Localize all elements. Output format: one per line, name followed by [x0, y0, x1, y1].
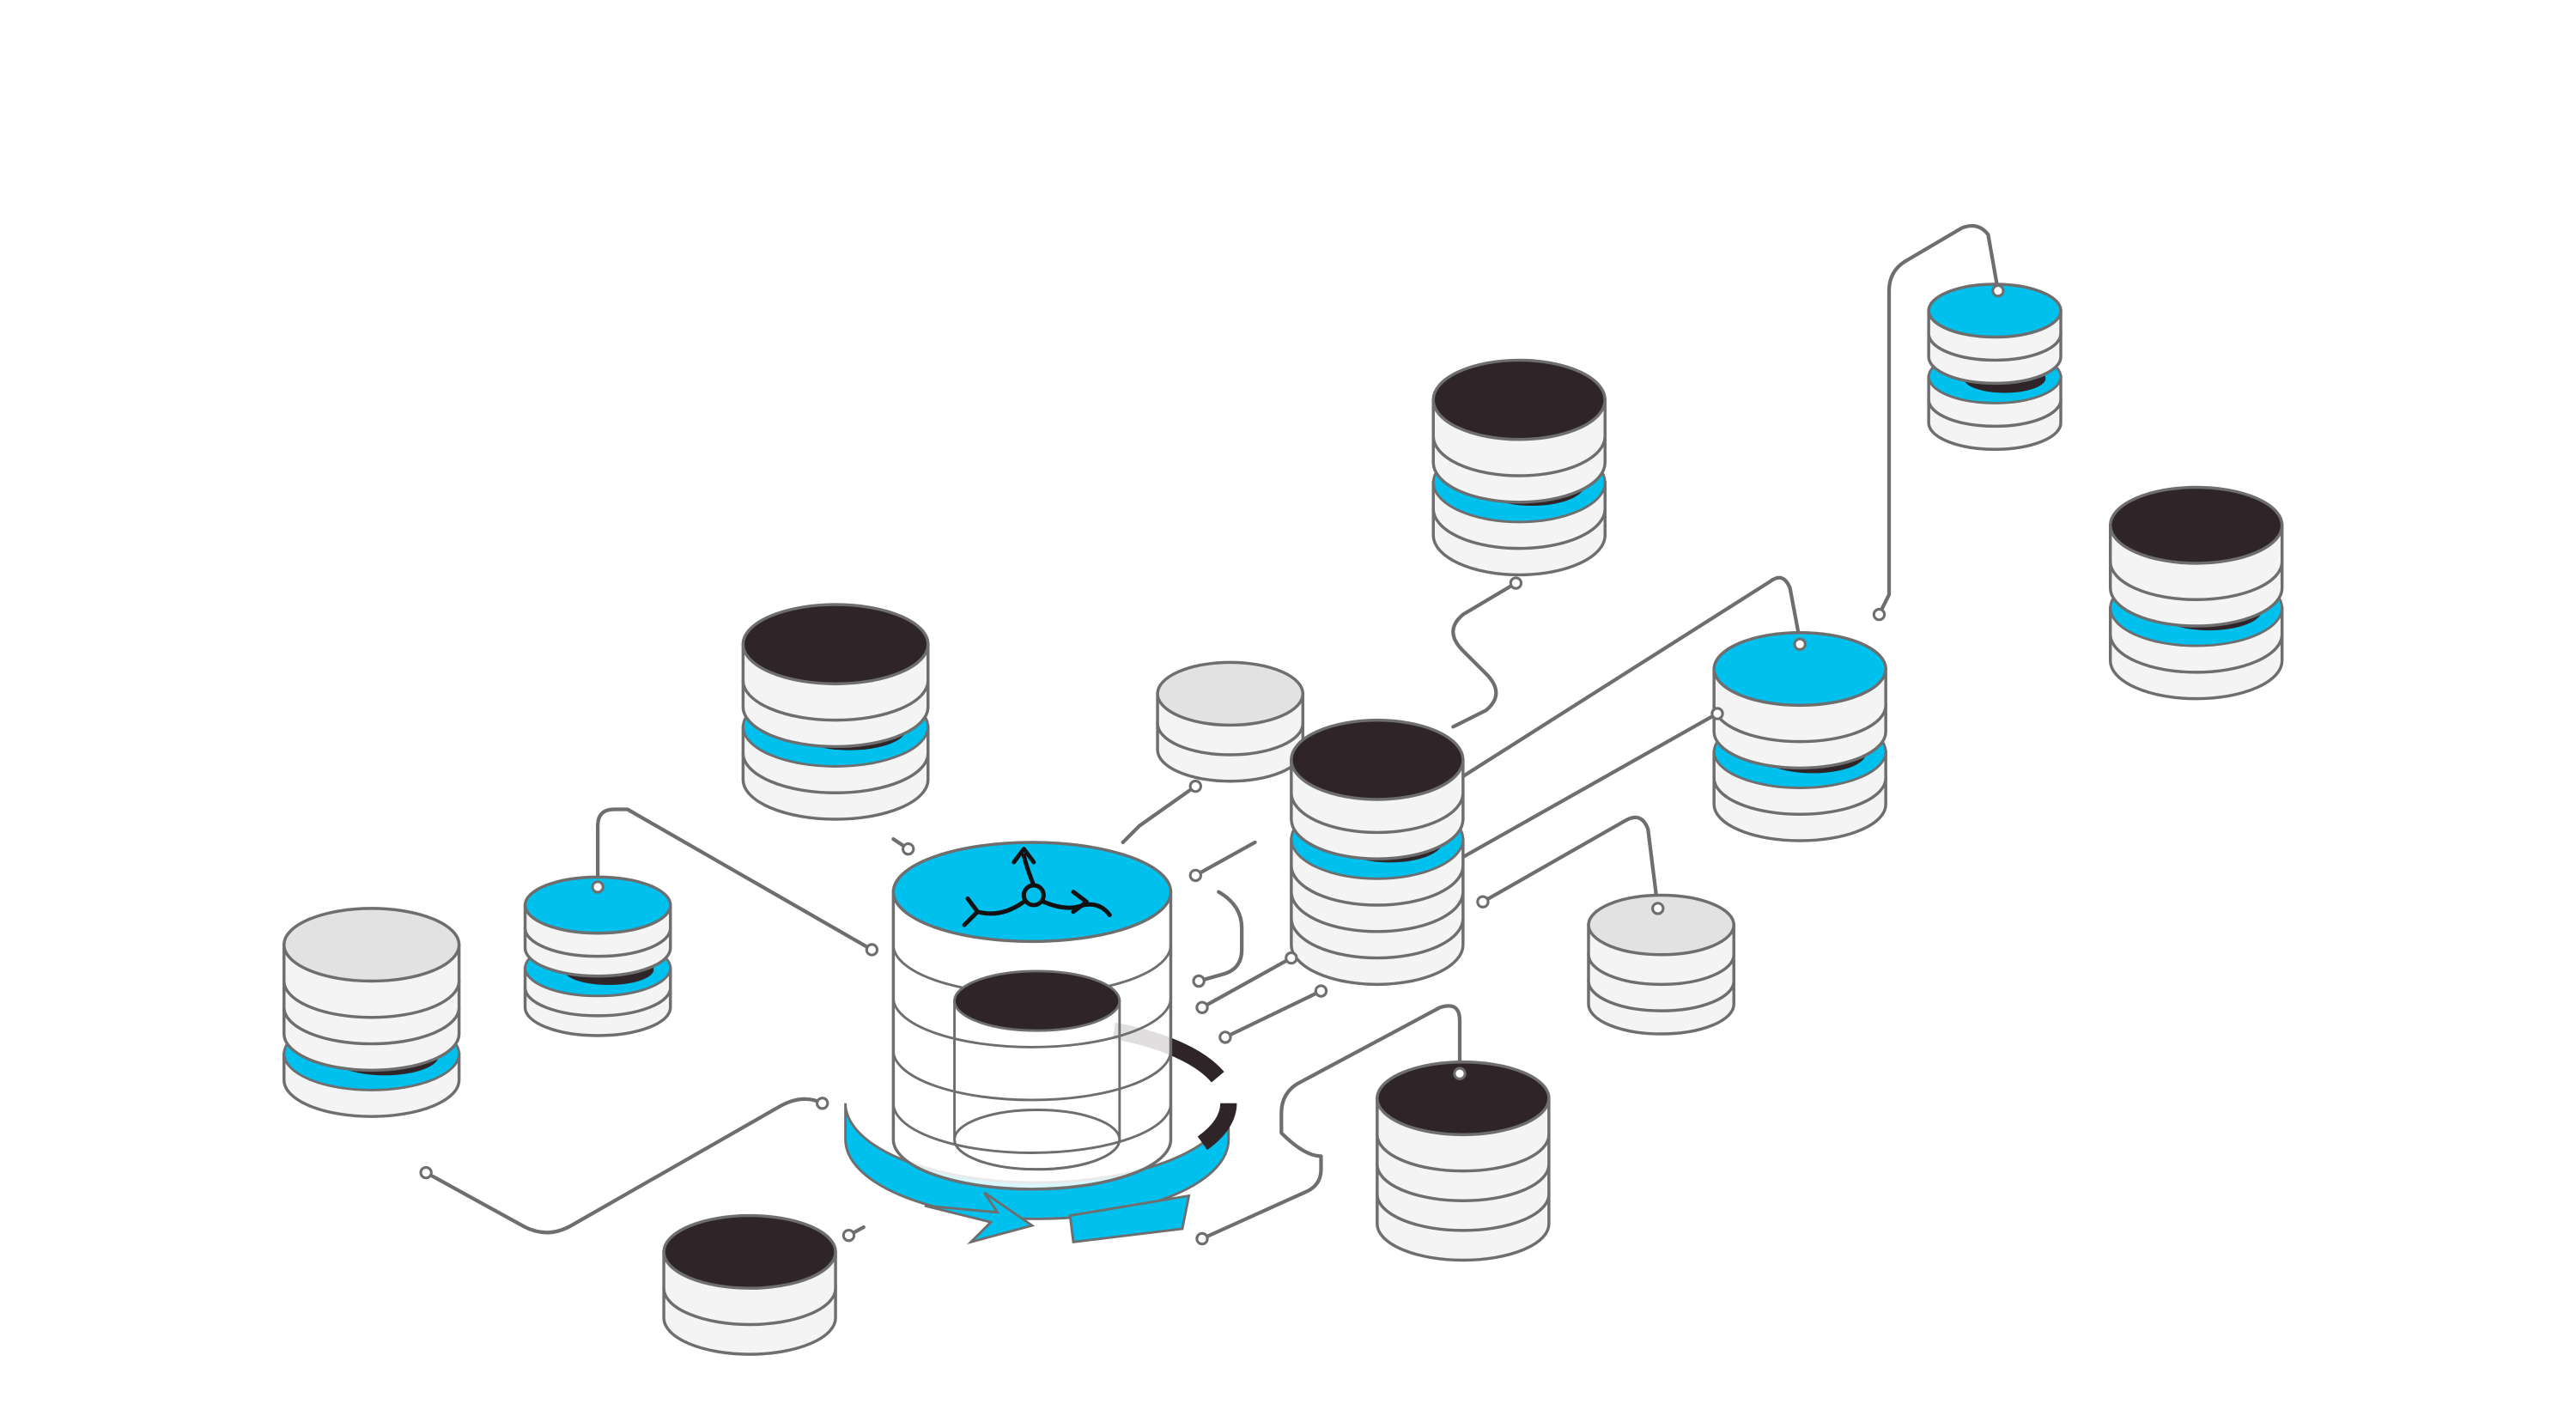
connector-dot: [1192, 974, 1206, 988]
hub-cylinder: [891, 890, 1173, 1191]
hub-ring-line: [891, 997, 1172, 1048]
db-dark-top-left-database-icon: [741, 603, 930, 821]
inner-core-top: [953, 969, 1121, 1032]
db-bottom-dark-database-icon: [1376, 1061, 1551, 1262]
connector-line: [424, 1097, 824, 1235]
database-nodes: [283, 283, 2284, 1356]
connector-dot: [1651, 902, 1665, 915]
connector-line: [1223, 988, 1323, 1039]
connector-line: [596, 807, 874, 952]
connector-dot: [1872, 607, 1886, 622]
disk-top: [1431, 358, 1607, 441]
connector-dot: [1710, 707, 1724, 720]
inner-core-bottom: [953, 1109, 1121, 1171]
connector-dot: [841, 1228, 856, 1243]
connector-dot: [1453, 1067, 1467, 1080]
db-right-cyan-database-icon: [1712, 631, 1887, 842]
connector-line: [1200, 956, 1293, 1010]
disk-top: [283, 907, 461, 983]
connector-dot: [419, 1165, 433, 1180]
connector-line: [1480, 815, 1660, 910]
connector-line: [1457, 711, 1720, 861]
disk-top: [523, 875, 672, 935]
connector-dot: [1476, 895, 1490, 909]
connector-line: [1200, 1004, 1462, 1241]
disk-top: [1712, 631, 1887, 708]
connector-dot: [1509, 576, 1523, 590]
hub-ring-line: [891, 1050, 1172, 1102]
connector-dot: [901, 842, 915, 856]
connector-line: [1461, 575, 1802, 779]
disk-top: [1156, 660, 1305, 727]
connector-line: [1197, 890, 1244, 983]
disk-top: [1376, 1061, 1551, 1137]
db-left-small-cyan-database-icon: [523, 875, 672, 1037]
db-center-dark-database-icon: [1290, 718, 1465, 987]
disk-top: [662, 1213, 837, 1290]
disk-top: [2108, 485, 2284, 565]
db-left-grey-database-icon: [283, 907, 461, 1118]
connector-dot: [865, 943, 879, 957]
db-top-right-cyan-database-icon: [1927, 283, 2063, 451]
disk-top: [1587, 893, 1735, 957]
connector-line: [1194, 840, 1257, 878]
connector-dot: [1793, 637, 1807, 651]
connector-dot: [1285, 951, 1298, 965]
connector-dot: [591, 880, 605, 894]
connector-dot: [815, 1097, 829, 1110]
connector-line: [1877, 223, 2001, 617]
disk-top: [741, 603, 930, 686]
connector-dot: [1314, 984, 1328, 998]
connector-dot: [1188, 779, 1202, 793]
ring-arrow-tail: [1068, 1194, 1191, 1243]
disk-top: [1927, 283, 2063, 339]
connector-lines: [424, 223, 2001, 1241]
db-grey-small-center-database-icon: [1156, 660, 1305, 783]
connector-dots: [419, 283, 2005, 1246]
db-top-center-dark-database-icon: [1431, 358, 1607, 577]
connector-dot: [1991, 283, 2005, 298]
connector-dot: [1218, 1030, 1232, 1044]
ring-arrow-icon: [924, 1191, 1036, 1245]
hub-top: [891, 841, 1173, 944]
replication-hub: [836, 841, 1237, 1245]
connector-dot: [1195, 1231, 1209, 1246]
hub-ring-line: [891, 1103, 1172, 1154]
db-bottom-left-dark-database-icon: [662, 1213, 837, 1356]
connector-line: [1121, 784, 1198, 845]
connector-line: [1451, 580, 1518, 729]
connector-dot: [1188, 868, 1202, 883]
disk-top: [1290, 718, 1465, 801]
ring-dark-arc: [836, 1015, 1237, 1191]
replication-arrows-icon: [962, 847, 1112, 927]
db-grey-right-database-icon: [1587, 893, 1735, 1036]
db-far-right-dark-database-icon: [2108, 485, 2284, 701]
connector-dot: [1195, 1000, 1209, 1014]
